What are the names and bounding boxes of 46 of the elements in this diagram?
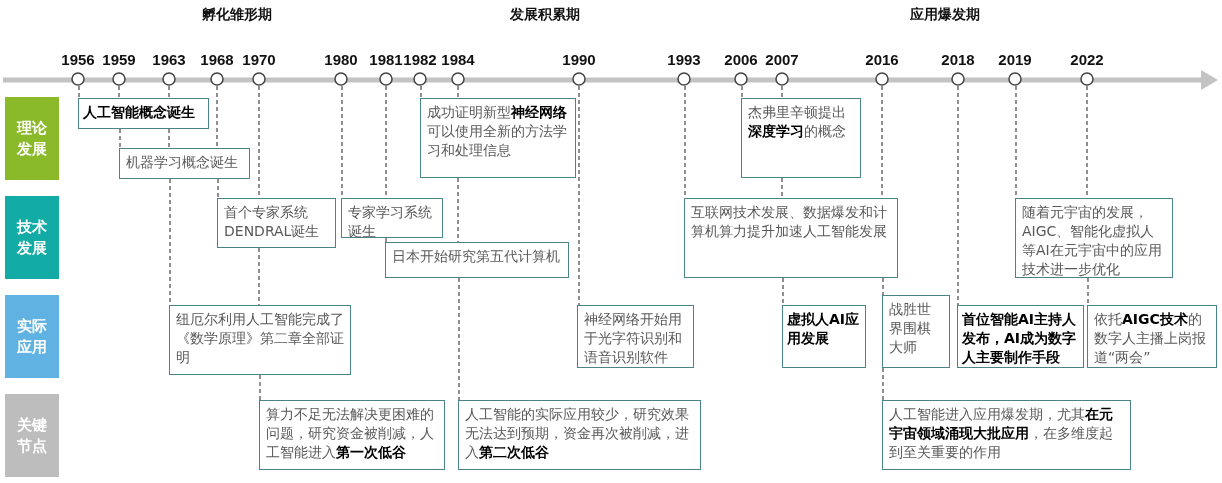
event-box: 互联网技术发展、数据爆发和计算机算力提升加速人工智能发展 <box>684 198 898 278</box>
connector-line <box>578 85 580 306</box>
connector-line <box>457 85 459 99</box>
event-box: 首位智能AI主持人发布，AI成为数字人主要制作手段 <box>957 305 1084 368</box>
connector-line <box>168 85 170 99</box>
connector-line <box>882 277 884 296</box>
connector-line <box>882 367 884 401</box>
connector-line <box>420 85 422 99</box>
row-header: 关键节点 <box>5 394 59 477</box>
event-box: 人工智能的实际应用较少，研究效果无法达到预期，资金再次被削减，进入第二次低谷 <box>458 400 701 470</box>
event-box: 纽厄尔利用人工智能完成了《数学原理》第二章全部证明 <box>169 305 351 375</box>
connector-line <box>741 85 743 99</box>
connector-line <box>217 178 219 199</box>
event-box: 日本开始研究第五代计算机 <box>385 242 569 278</box>
event-box: 首个专家系统DENDRAL诞生 <box>217 198 336 248</box>
event-box: 神经网络开始用于光字符识别和语音识别软件 <box>577 305 694 368</box>
event-box: 专家学习系统诞生 <box>341 198 443 238</box>
period-title: 孵化雏形期 <box>202 6 272 24</box>
connector-line <box>782 277 784 306</box>
connector-line <box>259 374 261 401</box>
row-header: 理论发展 <box>5 97 59 180</box>
event-box: 算力不足无法解决更困难的问题，研究资金被削减，人工智能进入第一次低谷 <box>259 400 445 470</box>
row-header: 实际应用 <box>5 295 59 378</box>
event-box: 成功证明新型神经网络可以使用全新的方法学习和处理信息 <box>420 98 576 178</box>
period-title: 应用爆发期 <box>910 6 980 24</box>
connector-line <box>957 85 959 306</box>
connector-line <box>118 85 120 99</box>
connector-line <box>119 128 121 149</box>
connector-line <box>216 85 218 149</box>
connector-line <box>458 277 460 401</box>
connector-line <box>385 237 387 243</box>
event-box: 机器学习概念诞生 <box>119 148 250 179</box>
event-box: 杰弗里辛顿提出深度学习的概念 <box>741 98 861 178</box>
row-header: 技术发展 <box>5 196 59 279</box>
connector-line <box>781 85 783 99</box>
event-box: 人工智能概念诞生 <box>78 98 209 129</box>
event-box: 虚拟人AI应用发展 <box>782 305 866 368</box>
connector-line <box>1087 277 1089 306</box>
event-box: 战胜世界围棋大师 <box>882 295 950 368</box>
event-box: 人工智能进入应用爆发期，尤其在元宇宙领域涌现大批应用，在多维度起到至关重要的作用 <box>882 400 1131 470</box>
event-box: 随着元宇宙的发展，AIGC、智能化虚拟人等AI在元宇宙中的应用技术进一步优化 <box>1015 198 1173 278</box>
connector-line <box>168 128 170 149</box>
connector-line <box>78 85 80 99</box>
connector-line <box>781 177 783 199</box>
event-box: 依托AIGC技术的数字人主播上岗报道“两会” <box>1087 305 1217 368</box>
period-title: 发展积累期 <box>510 6 580 24</box>
